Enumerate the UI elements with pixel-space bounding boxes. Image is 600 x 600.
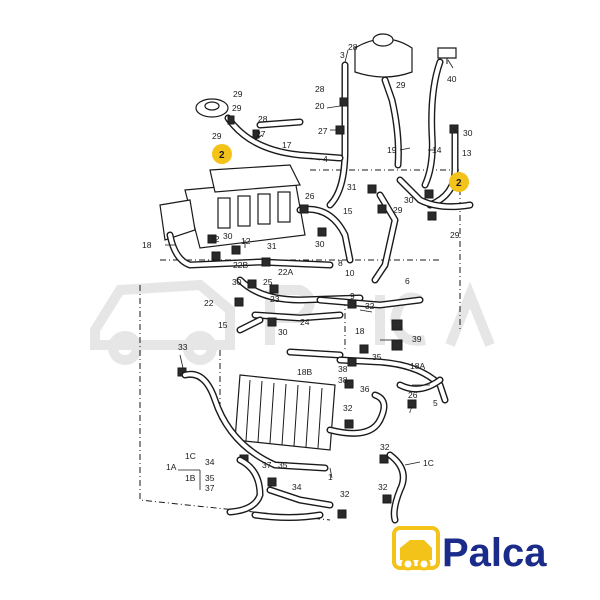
part-label: 31 — [347, 182, 357, 192]
part-label: 32 — [378, 482, 388, 492]
part-label: 15 — [218, 320, 228, 330]
part-label: 1C — [423, 458, 434, 468]
part-label: 35 — [278, 460, 288, 470]
part-label: 38 — [338, 364, 348, 374]
part-label: 18 — [355, 326, 365, 336]
part-labels: 28 3 40 29 28 29 20 29 28 27 27 29 17 4 … — [142, 42, 473, 499]
part-label: 23 — [270, 294, 280, 304]
part-label: 22B — [233, 260, 248, 270]
part-label: 8 — [338, 258, 343, 268]
highlight-callout: 2 — [449, 172, 469, 192]
part-label: 32 — [343, 403, 353, 413]
part-label: 28 — [258, 114, 268, 124]
part-label: 12 — [241, 236, 251, 246]
radiator — [234, 374, 336, 451]
part-label: 40 — [447, 74, 457, 84]
part-label: 18 — [142, 240, 152, 250]
part-label: 30 — [232, 277, 242, 287]
lower-hoses — [181, 370, 407, 524]
part-label: 1B — [185, 473, 196, 483]
part-label: 15 — [343, 206, 353, 216]
brand-logo: Palca — [392, 526, 547, 575]
part-label: 28 — [348, 42, 358, 52]
part-label: 37 — [205, 483, 215, 493]
part-label: 18B — [297, 367, 312, 377]
part-label: 36 — [360, 384, 370, 394]
part-label: 20 — [315, 101, 325, 111]
part-label: 27 — [318, 126, 328, 136]
truck-icon — [392, 526, 440, 571]
part-label: 10 — [345, 268, 355, 278]
brand-name: Palca — [442, 531, 547, 575]
upper-hoses — [326, 58, 474, 211]
part-label: 39 — [412, 334, 422, 344]
part-label: 30 — [278, 327, 288, 337]
part-label: 35 — [372, 352, 382, 362]
part-label: 33 — [178, 342, 188, 352]
part-label: 28 — [315, 84, 325, 94]
part-label: 4 — [323, 154, 328, 164]
part-label: 35 — [205, 473, 215, 483]
part-label: 26 — [305, 191, 315, 201]
part-label: 30 — [223, 231, 233, 241]
part-label: 3 — [340, 50, 345, 60]
part-label: 25 — [263, 277, 273, 287]
part-label: 32 — [340, 489, 350, 499]
part-label: 30 — [463, 128, 473, 138]
part-label: 18A — [410, 361, 425, 371]
part-label: 34 — [292, 482, 302, 492]
part-label: 29 — [233, 89, 243, 99]
part-label: 22 — [204, 298, 214, 308]
part-label: 38 — [338, 375, 348, 385]
part-label: 1 — [328, 472, 333, 482]
part-label: 5 — [433, 398, 438, 408]
filler-neck — [195, 98, 344, 162]
part-label: 29 — [396, 80, 406, 90]
engine-block — [159, 164, 306, 249]
part-label: 29 — [450, 230, 460, 240]
cap-part-40 — [437, 47, 457, 64]
part-label: 29 — [212, 131, 222, 141]
part-label: 29 — [232, 103, 242, 113]
part-label: 22A — [278, 267, 293, 277]
part-label: 1A — [166, 462, 177, 472]
part-label: 37 — [262, 460, 272, 470]
highlight-label: 2 — [456, 178, 462, 189]
engine-hoses — [166, 191, 449, 404]
part-label: 32 — [380, 442, 390, 452]
part-label: 26 — [408, 390, 418, 400]
fittings — [177, 97, 459, 519]
part-label: 24 — [300, 317, 310, 327]
part-label: 14 — [432, 145, 442, 155]
part-label: 34 — [205, 457, 215, 467]
highlight-callout: 2 — [212, 144, 232, 164]
part-label: 32 — [365, 301, 375, 311]
part-label: 6 — [405, 276, 410, 286]
part-label: 32 — [210, 234, 220, 244]
part-label: 30 — [315, 239, 325, 249]
part-label: 1C — [185, 451, 196, 461]
part-label: 31 — [267, 241, 277, 251]
part-label: 30 — [404, 195, 414, 205]
expansion-tank — [354, 33, 413, 169]
leader-lines — [165, 49, 459, 490]
part-label: 19 — [387, 145, 397, 155]
part-label: 7 — [408, 405, 413, 415]
part-label: 17 — [282, 140, 292, 150]
part-label: 9 — [350, 291, 355, 301]
part-label: 29 — [393, 205, 403, 215]
part-label: 13 — [462, 148, 472, 158]
part-label: 27 — [256, 129, 266, 139]
highlight-label: 2 — [219, 150, 225, 161]
